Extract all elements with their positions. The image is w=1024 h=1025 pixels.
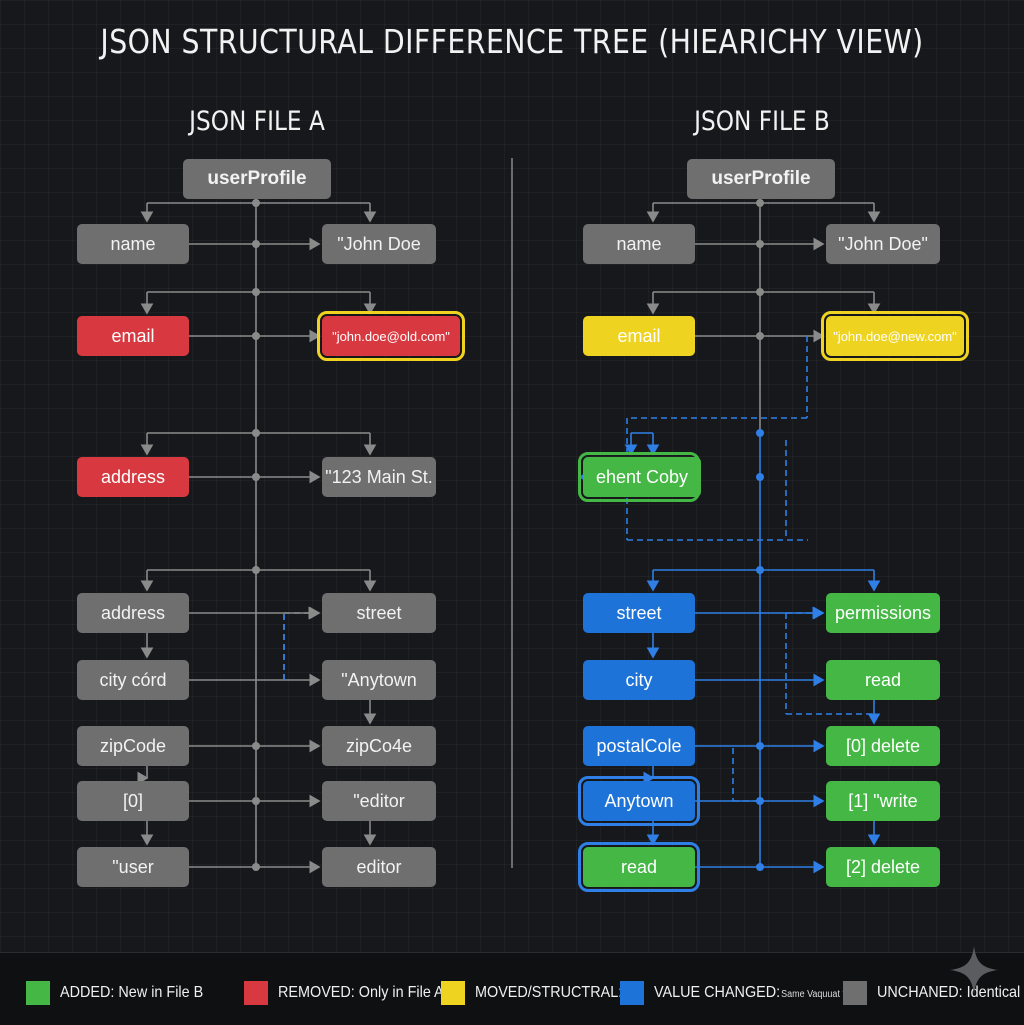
node-b-read[interactable]: read: [826, 660, 940, 700]
node-a-anytown[interactable]: "Anytown: [322, 660, 436, 700]
node-b-permissions[interactable]: permissions: [826, 593, 940, 633]
node-b-john-doe[interactable]: "John Doe": [826, 224, 940, 264]
panel-divider: [511, 158, 513, 868]
legend-item-moved: MOVED/STRUCTRAL:: [441, 981, 640, 1005]
legend: ADDED: New in File B REMOVED: Only in Fi…: [0, 952, 1024, 1025]
sparkle-icon: [950, 946, 998, 994]
legend-item-added: ADDED: New in File B: [26, 981, 220, 1005]
node-a-zipco4e[interactable]: zipCo4e: [322, 726, 436, 766]
legend-sub-changed: Same Vaquuat type: [781, 989, 860, 1000]
node-a-john-doe-old-com[interactable]: "john.doe@old.com": [317, 311, 465, 361]
node-b-postalcole[interactable]: postalCole: [583, 726, 695, 766]
node-a-user[interactable]: "user: [77, 847, 189, 887]
node-b-city[interactable]: city: [583, 660, 695, 700]
node-b-street[interactable]: street: [583, 593, 695, 633]
node-a-zipcode[interactable]: zipCode: [77, 726, 189, 766]
panel-b-title: JSON FILE B: [694, 106, 830, 137]
node-a-0[interactable]: [0]: [77, 781, 189, 821]
node-a-userprofile[interactable]: userProfile: [183, 159, 331, 199]
node-a-street[interactable]: street: [322, 593, 436, 633]
node-a-editor[interactable]: "editor: [322, 781, 436, 821]
legend-label-removed: REMOVED: Only in File A: [278, 984, 444, 1001]
node-a-address[interactable]: address: [77, 593, 189, 633]
legend-swatch-removed: [244, 981, 268, 1005]
node-a-editor[interactable]: editor: [322, 847, 436, 887]
node-b-2-delete[interactable]: [2] delete: [826, 847, 940, 887]
legend-label-added: ADDED: New in File B: [60, 984, 204, 1001]
legend-swatch-moved: [441, 981, 465, 1005]
legend-label-changed: VALUE CHANGED:: [654, 984, 781, 1001]
node-a-123-main-st[interactable]: "123 Main St.: [322, 457, 436, 497]
diagram-title: JSON STRUCTURAL DIFFERENCE TREE (HIEARIC…: [100, 22, 924, 61]
legend-item-unchanged: UNCHANED: Identical: [843, 981, 1024, 1005]
node-a-city-co-rd[interactable]: city córd: [77, 660, 189, 700]
node-b-john-doe-new-com[interactable]: "john.doe@new.com": [821, 311, 969, 361]
legend-swatch-changed: [620, 981, 644, 1005]
legend-swatch-added: [26, 981, 50, 1005]
node-a-address[interactable]: address: [77, 457, 189, 497]
node-b-email[interactable]: email: [583, 316, 695, 356]
node-b-name[interactable]: name: [583, 224, 695, 264]
node-b-1-write[interactable]: [1] "write: [826, 781, 940, 821]
node-b-read[interactable]: read: [578, 842, 700, 892]
node-a-email[interactable]: email: [77, 316, 189, 356]
node-b-anytown[interactable]: Anytown: [578, 776, 700, 826]
legend-item-removed: REMOVED: Only in File A: [244, 981, 463, 1005]
node-a-john-doe[interactable]: "John Doe: [322, 224, 436, 264]
node-b-userprofile[interactable]: userProfile: [687, 159, 835, 199]
panel-a-title: JSON FILE A: [189, 106, 325, 137]
legend-label-unchanged: UNCHANED: Identical: [877, 984, 1021, 1001]
legend-item-changed: VALUE CHANGED:Same Vaquuat type: [620, 981, 882, 1005]
node-a-name[interactable]: name: [77, 224, 189, 264]
legend-swatch-unchanged: [843, 981, 867, 1005]
node-b-ehent-coby[interactable]: ehent Coby: [583, 457, 701, 497]
legend-label-moved: MOVED/STRUCTRAL:: [475, 984, 623, 1001]
node-b-0-delete[interactable]: [0] delete: [826, 726, 940, 766]
